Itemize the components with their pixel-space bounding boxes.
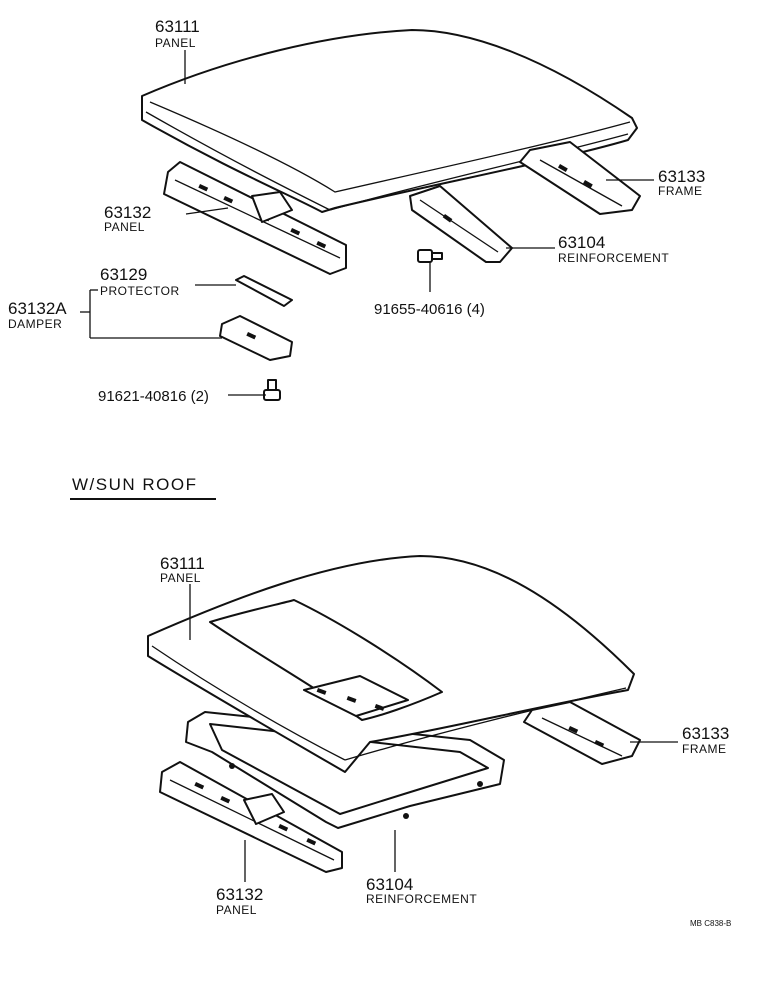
sunroof-panel-drawing bbox=[147, 555, 635, 773]
screw-part-number: 91621-40816 (2) bbox=[98, 388, 209, 405]
sunroof-rear-panel-name: PANEL bbox=[216, 903, 257, 917]
protector-number: 63129 bbox=[100, 265, 147, 284]
reinforcement-name: REINFORCEMENT bbox=[558, 251, 669, 265]
reinforcement-drawing bbox=[409, 185, 513, 263]
damper-number: 63132A bbox=[8, 299, 67, 318]
frame-name: FRAME bbox=[658, 184, 703, 198]
sunroof-frame-drawing bbox=[523, 701, 641, 765]
diagram-code: MB C838-B bbox=[690, 919, 731, 928]
protector-drawing bbox=[235, 275, 293, 307]
rear-panel-drawing bbox=[163, 161, 347, 275]
damper-drawing bbox=[219, 315, 293, 361]
panel-number: 63111 bbox=[155, 17, 200, 36]
sunroof-rear-panel-number: 63132 bbox=[216, 885, 263, 904]
sunroof-panel-number: 63111 bbox=[160, 554, 205, 573]
sunroof-panel-name: PANEL bbox=[160, 571, 201, 585]
frame-drawing bbox=[519, 141, 641, 215]
rear-panel-name: PANEL bbox=[104, 220, 145, 234]
sunroof-reinforcement-number: 63104 bbox=[366, 875, 413, 894]
reinforcement-number: 63104 bbox=[558, 233, 605, 252]
bolt-part-number: 91655-40616 (4) bbox=[374, 301, 485, 318]
sunroof-frame-number: 63133 bbox=[682, 724, 729, 743]
protector-name: PROTECTOR bbox=[100, 284, 180, 298]
frame-number: 63133 bbox=[658, 167, 705, 186]
screw-drawing bbox=[263, 379, 281, 401]
bolt-drawing bbox=[417, 249, 443, 263]
sunroof-heading: W/SUN ROOF bbox=[72, 475, 198, 494]
sunroof-reinforcement-name: REINFORCEMENT bbox=[366, 892, 477, 906]
roof-panel-drawing bbox=[141, 29, 638, 213]
panel-name: PANEL bbox=[155, 36, 196, 50]
damper-name: DAMPER bbox=[8, 317, 62, 331]
rear-panel-number: 63132 bbox=[104, 203, 151, 222]
sunroof-rear-panel-drawing bbox=[159, 761, 343, 873]
sunroof-frame-name: FRAME bbox=[682, 742, 727, 756]
